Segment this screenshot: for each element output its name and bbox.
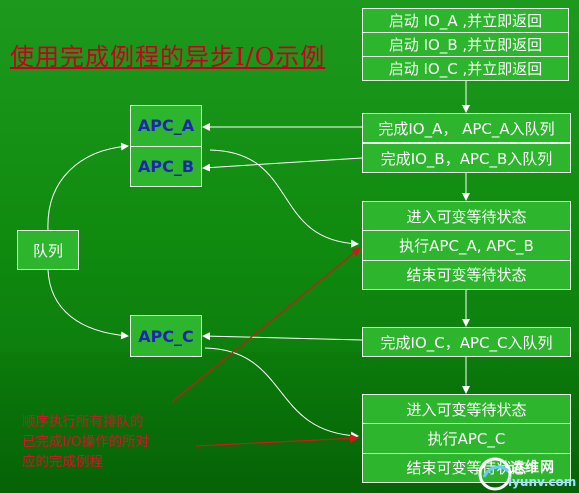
start-io-b-row: 启动 IO_B ,并立即返回 — [363, 33, 568, 57]
note-arrow-to-execute-c — [195, 433, 359, 447]
complete-io-c-box: 完成IO_C，APC_C入队列 — [362, 327, 571, 357]
execute-apc-ab-row: 执行APC_A, APC_B — [363, 231, 570, 261]
note-line-1: 顺序执行所有排队的 — [22, 414, 144, 430]
watermark-logo: 运维网 iyunv.com — [478, 455, 578, 493]
start-io-a-row: 启动 IO_A ,并立即返回 — [363, 9, 568, 33]
arrow-queue-to-apc-ab — [47, 142, 129, 231]
complete-io-b-box: 完成IO_B，APC_B入队列 — [362, 143, 571, 173]
arrow-complete-b-to-apc-b — [202, 157, 363, 172]
watermark-line-2: iyunv.com — [508, 475, 577, 489]
arrow-apc-ab-to-execute — [209, 149, 359, 248]
alertable-wait-ab-box: 进入可变等待状态 执行APC_A, APC_B 结束可变等待状态 — [362, 201, 571, 290]
complete-io-c-label: 完成IO_C，APC_C入队列 — [380, 333, 553, 352]
complete-io-a-label: 完成IO_A， APC_A入队列 — [378, 119, 555, 138]
start-io-c-row: 启动 IO_C ,并立即返回 — [388, 60, 543, 78]
complete-io-a-box: 完成IO_A， APC_A入队列 — [362, 113, 571, 143]
execute-apc-c-row: 执行APC_C — [363, 424, 570, 454]
note-line-3: 应的完成例程 — [22, 454, 103, 470]
page-title: 使用完成例程的异步I/O示例 — [10, 43, 326, 71]
apc-c-box: APC_C — [130, 315, 202, 357]
logo-icon — [478, 457, 512, 491]
queue-label: 队列 — [32, 241, 63, 260]
enter-wait-c-row: 进入可变等待状态 — [363, 395, 570, 425]
alertable-wait-c-box: 进入可变等待状态 执行APC_C 结束可变等待状态 — [362, 394, 571, 483]
apc-c-label: APC_C — [138, 326, 194, 346]
arrow-queue-to-apc-c — [47, 269, 129, 340]
start-io-box: 启动 IO_A ,并立即返回 启动 IO_B ,并立即返回 启动 IO_C ,并… — [362, 8, 569, 81]
apc-b-label: APC_B — [137, 156, 195, 176]
enter-wait-ab-row: 进入可变等待状态 — [363, 202, 570, 232]
queue-box: 队列 — [17, 230, 79, 270]
exit-wait-c-row: 结束可变等待状态 — [406, 459, 527, 478]
note-text: 顺序执行所有排队的 已完成I/O操作的所对 应的完成例程 — [22, 412, 202, 472]
complete-io-b-label: 完成IO_B，APC_B入队列 — [380, 149, 553, 168]
arrow-complete-c-to-apc-c — [202, 332, 363, 341]
note-arrow-to-execute-ab — [171, 247, 361, 403]
arrow-apc-c-to-execute — [204, 347, 359, 440]
exit-wait-ab-row: 结束可变等待状态 — [406, 266, 527, 285]
watermark-line-1: 运维网 — [510, 460, 555, 476]
apc-ab-box: APC_A APC_B — [130, 105, 202, 187]
note-line-2: 已完成I/O操作的所对 — [22, 434, 150, 450]
apc-a-label: APC_A — [131, 106, 201, 147]
